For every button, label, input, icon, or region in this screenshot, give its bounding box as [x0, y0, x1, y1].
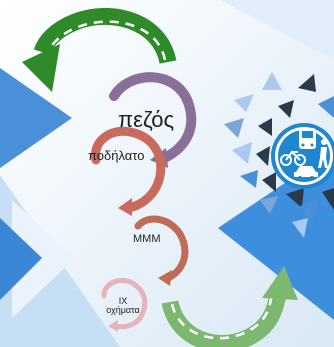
bg-triangle-inner-light [12, 200, 75, 318]
scatter-triangle [260, 196, 278, 214]
bottom-arrowhead [262, 266, 298, 300]
pedestrian-icon [318, 139, 328, 168]
scatter-triangle [262, 72, 282, 90]
level-car-label-line2: οχήματα [106, 305, 140, 315]
scatter-triangle [322, 188, 334, 210]
level-car-arrow [101, 278, 148, 332]
scatter-triangle [300, 200, 318, 222]
level-bike-arrow [91, 126, 166, 216]
scatter-triangle [262, 172, 276, 192]
left-lower-blue-triangle [0, 218, 42, 300]
scatter-triangle [234, 94, 254, 112]
bg-triangle-top-right [220, 0, 334, 60]
scatter-triangle [298, 74, 316, 92]
top-green-arrow [22, 7, 177, 92]
level-car-label: IX οχήματα [103, 297, 143, 315]
level-walk-label: πεζός [118, 107, 175, 132]
level-mmm-arrow [134, 215, 189, 286]
triangle-scatter [224, 72, 334, 238]
left-blue-triangle [0, 68, 72, 168]
scatter-triangle [224, 118, 244, 138]
level-bike-label: ποδήλατο [88, 148, 145, 163]
top-arrowhead [22, 44, 60, 92]
scatter-triangle [286, 188, 304, 208]
scatter-triangle [318, 96, 334, 118]
scatter-triangle [240, 170, 258, 188]
scatter-triangle [256, 146, 270, 166]
scatter-triangle [258, 118, 272, 136]
right-blue-triangle [218, 150, 334, 320]
scatter-triangle [278, 100, 294, 118]
scatter-triangle [292, 218, 308, 238]
transport-icon-circle [271, 123, 334, 189]
car-icon [294, 166, 318, 180]
scatter-triangle [232, 142, 252, 164]
bus-icon [299, 128, 316, 149]
bicycle-icon [280, 150, 306, 166]
level-car-label-line1: IX [118, 296, 128, 306]
bottom-green-arrow [161, 266, 298, 347]
level-mmm-label: ΜΜΜ [133, 233, 161, 245]
